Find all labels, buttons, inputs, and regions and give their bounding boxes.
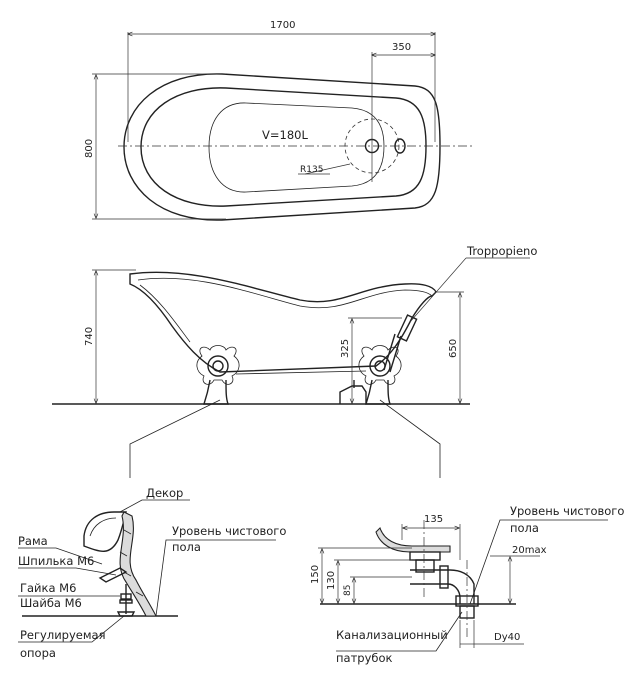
dim-800: 800 (84, 139, 95, 158)
nut-label: Гайка М6 (20, 581, 76, 595)
decor-label: Декор (146, 486, 183, 500)
sewer-pipe-line1: Канализационный (336, 628, 448, 642)
drain-tub-bottom (375, 526, 451, 553)
overflow-label: Troppopieno (466, 244, 537, 258)
drain-trap-icon (339, 385, 367, 404)
support-label-line1: Регулируемая (20, 628, 106, 642)
dim-130: 130 (326, 571, 337, 590)
overflow-icon (394, 138, 406, 154)
volume-label: V=180L (262, 128, 308, 142)
drain-floor-level-line2: пола (510, 521, 539, 535)
dim-350: 350 (392, 42, 411, 53)
dim-740: 740 (84, 327, 95, 346)
overflow-fitting-icon (396, 314, 418, 342)
claw-foot-left-icon (196, 345, 240, 405)
sewer-pipe-line2: патрубок (336, 651, 392, 665)
radius-label: R135 (300, 165, 323, 175)
tub-inner-outline (140, 87, 427, 207)
tub-side-outline (129, 271, 437, 373)
foot-detail: Декор Рама Шпилька М6 Гайка М6 Шайба М6 … (18, 486, 286, 660)
top-view: 1700 350 800 V=180L R135 (84, 20, 472, 221)
frame-label: Рама (18, 534, 48, 548)
side-view: 740 325 650 Troppopieno (52, 244, 537, 478)
dim-150: 150 (310, 565, 321, 584)
dim-1700: 1700 (270, 20, 295, 31)
foot-tub-wall (83, 511, 127, 552)
support-label-line2: опора (20, 646, 56, 660)
dim-135: 135 (424, 514, 443, 525)
dim-20max: 20max (512, 545, 547, 556)
dim-325: 325 (340, 339, 351, 358)
drain-floor-level-line1: Уровень чистового (510, 504, 624, 518)
foot-floor-level-line2: пола (172, 540, 201, 554)
foot-decor-leg (119, 511, 157, 617)
dim-dy40: Dy40 (494, 632, 520, 643)
washer-label: Шайба М6 (20, 596, 82, 610)
stud-label: Шпилька М6 (18, 554, 94, 568)
dim-85: 85 (343, 585, 353, 596)
drain-detail: 135 150 130 85 20max Уровень чистового п… (310, 504, 624, 665)
tub-basin-outline (208, 102, 385, 193)
claw-foot-right-icon (358, 345, 402, 405)
foot-floor-level-line1: Уровень чистового (172, 524, 286, 538)
dim-650: 650 (448, 339, 459, 358)
tub-outer-outline (123, 73, 441, 221)
